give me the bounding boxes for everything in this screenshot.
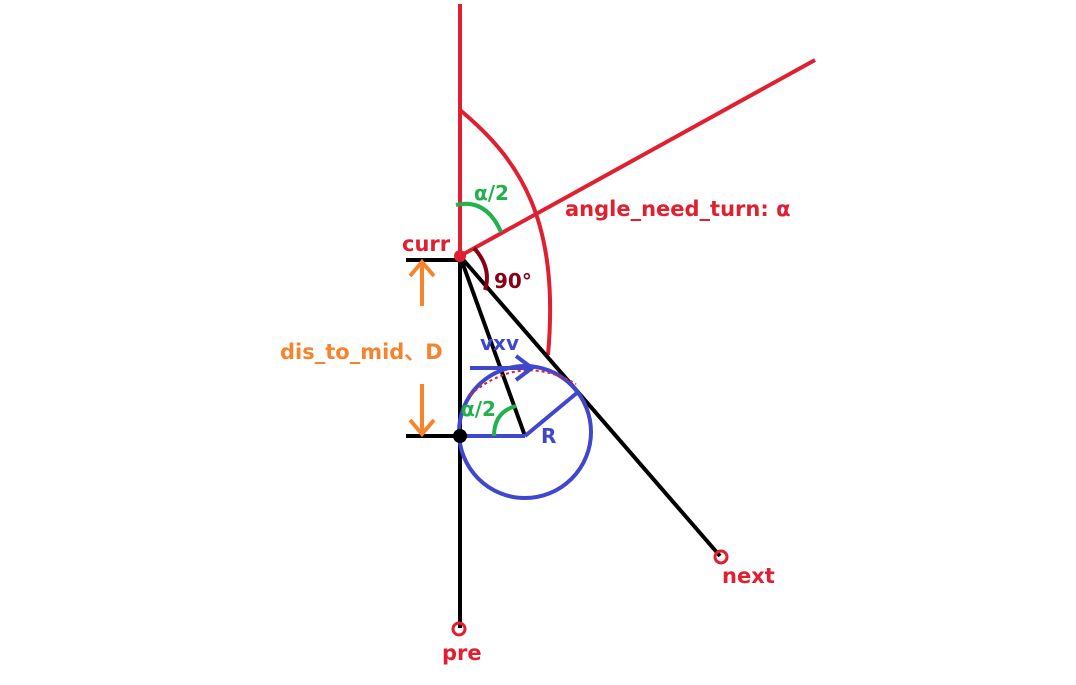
alpha-half-label-bottom: α/2 (461, 397, 496, 421)
alpha-half-label-top: α/2 (474, 181, 509, 205)
angle-need-turn-arc (458, 108, 553, 356)
radius-line (523, 390, 580, 438)
distance-arrow-down-head (408, 418, 436, 438)
curr-point (454, 250, 466, 262)
radius-label: R (541, 424, 556, 448)
curr-label: curr (402, 232, 451, 256)
right-angle-label: 90° (494, 269, 532, 293)
turn-direction-line (459, 58, 816, 258)
pre-label: pre (442, 641, 482, 665)
alpha-half-arc-bottom (492, 404, 517, 437)
pre-point (451, 621, 467, 637)
alpha-half-arc-top (455, 201, 503, 233)
mid-point (453, 429, 467, 443)
next-label: next (722, 564, 775, 588)
distance-arrow-up-head (408, 258, 436, 278)
right-angle-arc (472, 246, 489, 291)
vxv-arrow-head (514, 354, 536, 382)
next-point (713, 549, 729, 565)
turn-arc-dotted (469, 369, 577, 396)
vxv-label: vxv (480, 331, 519, 355)
dis-to-mid-label: dis_to_mid、D (280, 340, 443, 364)
angle-need-turn-label: angle_need_turn: α (565, 197, 791, 221)
next-line (458, 254, 722, 558)
